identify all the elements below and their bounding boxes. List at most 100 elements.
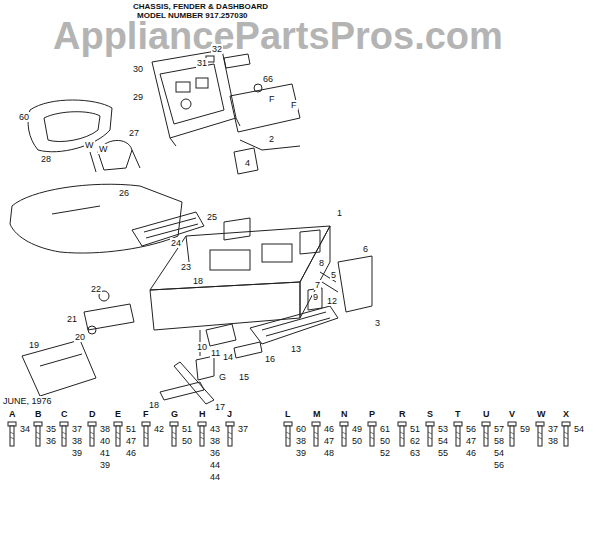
diagram-title: CHASSIS, FENDER & DASHBOARD (132, 2, 269, 11)
callout-number: 39 (99, 460, 111, 470)
callout-number: 2 (268, 134, 275, 144)
callout-number: 21 (66, 314, 78, 324)
callout-number: 6 (362, 244, 369, 254)
callout-number: 19 (28, 340, 40, 350)
callout-number: 54 (437, 436, 449, 446)
callout-number: 47 (125, 436, 137, 446)
callout-number: 24 (170, 238, 182, 248)
callout-number: 42 (153, 424, 165, 434)
callout-number: 47 (323, 436, 335, 446)
callout-number: 17 (214, 402, 226, 412)
callout-number: 38 (547, 436, 559, 446)
callout-number: 46 (323, 424, 335, 434)
callout-number: 48 (323, 448, 335, 458)
callout-number: 62 (409, 436, 421, 446)
callout-number: 66 (262, 74, 274, 84)
callout-number: 46 (125, 448, 137, 458)
callout-number: 35 (45, 424, 57, 434)
callout-number: 28 (40, 154, 52, 164)
callout-number: 39 (71, 448, 83, 458)
hardware-letter: L (284, 409, 292, 419)
callout-number: 36 (45, 436, 57, 446)
hardware-letter: R (398, 409, 407, 419)
callout-number: 56 (465, 424, 477, 434)
callout-number: 34 (19, 424, 31, 434)
date-note: JUNE, 1976 (2, 396, 53, 406)
callout-number: 25 (206, 212, 218, 222)
callout-number: 59 (519, 424, 531, 434)
callout-number: 13 (290, 344, 302, 354)
callout-number: 27 (128, 128, 140, 138)
callout-number: 51 (181, 424, 193, 434)
callout-number: 61 (379, 424, 391, 434)
hardware-letter: G (170, 409, 179, 419)
callout-number: F (290, 100, 298, 110)
callout-number: 9 (312, 292, 319, 302)
callout-number: 51 (409, 424, 421, 434)
hardware-letter: C (60, 409, 69, 419)
callout-number: 3 (374, 318, 381, 328)
hardware-letter: V (508, 409, 516, 419)
callout-number: 15 (238, 372, 250, 382)
hardware-letter: J (226, 409, 233, 419)
callout-number: 10 (196, 342, 208, 352)
callout-number: 43 (209, 424, 221, 434)
callout-number: 63 (409, 448, 421, 458)
callout-number: 12 (326, 296, 338, 306)
callout-number: 8 (318, 258, 325, 268)
callout-number: 50 (351, 436, 363, 446)
callout-number: 56 (493, 460, 505, 470)
callout-number: 18 (192, 276, 204, 286)
callout-number: 54 (573, 424, 585, 434)
callout-number: 38 (71, 436, 83, 446)
callout-number: 14 (222, 352, 234, 362)
callout-number: 36 (209, 448, 221, 458)
hardware-letter: W (536, 409, 547, 419)
callout-number: 7 (314, 280, 321, 290)
callout-number: 58 (493, 436, 505, 446)
callout-number: 16 (264, 354, 276, 364)
hardware-letter: T (454, 409, 462, 419)
hardware-letter: P (368, 409, 376, 419)
callout-number: F (268, 94, 276, 104)
hardware-letter: H (198, 409, 207, 419)
callout-number: 44 (209, 460, 221, 470)
callout-number: 11 (210, 348, 221, 358)
model-number: MODEL NUMBER 917.257030 (136, 11, 249, 20)
hardware-letter: U (482, 409, 491, 419)
callout-number: 5 (330, 270, 337, 280)
callout-number: 49 (351, 424, 363, 434)
callout-number: 57 (493, 424, 505, 434)
callout-number: 40 (99, 436, 111, 446)
callout-number: G (218, 372, 227, 382)
hardware-letter: A (8, 409, 17, 419)
callout-number: 50 (379, 436, 391, 446)
hardware-letter: D (88, 409, 97, 419)
callout-number: W (84, 140, 95, 150)
callout-number: 37 (71, 424, 83, 434)
callout-number: 60 (18, 112, 30, 122)
hardware-letter: F (142, 409, 150, 419)
callout-number: 32 (211, 44, 223, 54)
hardware-letter: E (114, 409, 122, 419)
callout-number: 22 (90, 284, 102, 294)
callout-number: 1 (336, 208, 343, 218)
callout-number: 30 (132, 64, 144, 74)
callout-number: 51 (125, 424, 137, 434)
callout-number: 47 (465, 436, 477, 446)
callout-number: 31 (196, 58, 208, 68)
callout-number: W (98, 144, 109, 154)
callout-number: 46 (465, 448, 477, 458)
callout-number: 29 (132, 92, 144, 102)
callout-number: 44 (209, 472, 221, 482)
callout-number: 55 (437, 448, 449, 458)
callout-number: 41 (99, 448, 111, 458)
callout-number: 38 (99, 424, 111, 434)
callout-number: 23 (180, 262, 192, 272)
callout-number: 18 (148, 400, 160, 410)
callout-number: 39 (295, 448, 307, 458)
callout-number: 54 (493, 448, 505, 458)
hardware-letter: B (34, 409, 43, 419)
